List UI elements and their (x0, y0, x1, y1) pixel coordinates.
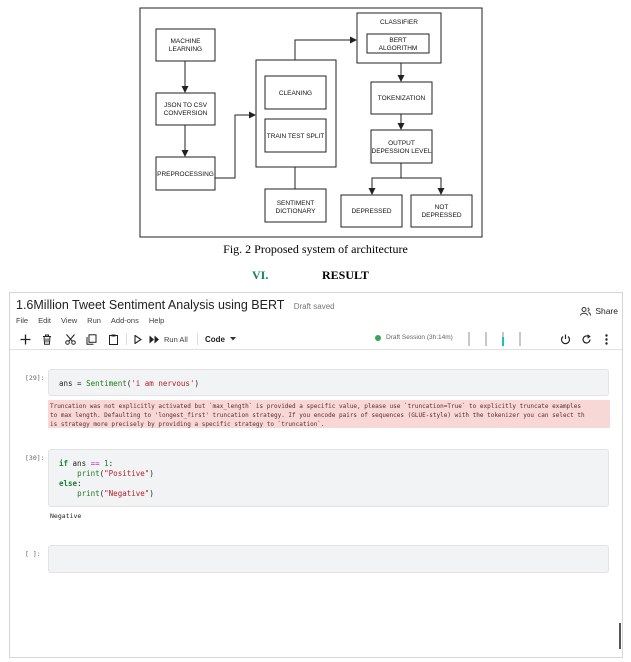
cut-button[interactable] (64, 331, 76, 347)
clipboard-icon (108, 334, 118, 345)
section-number: VI. (252, 268, 269, 282)
people-icon (580, 306, 592, 316)
code-line: ans = Sentiment('i am nervous') (59, 379, 199, 388)
run-cell-button[interactable] (133, 331, 143, 347)
menu-bar: File Edit View Run Add-ons Help (16, 316, 164, 325)
cpu-meter (460, 332, 470, 346)
share-button[interactable]: Share (580, 306, 618, 316)
edge-output-to-not-depressed (401, 177, 445, 195)
ram-meter (494, 332, 504, 346)
node-machine-learning-box (155, 28, 216, 62)
draft-status: Draft saved (293, 302, 335, 311)
trash-icon (43, 334, 51, 345)
cell-execution-count: [30]: (25, 454, 45, 462)
node-classifier-label: CLASSIFIER (380, 19, 418, 26)
node-depressed-label: DEPRESSED (351, 208, 391, 215)
run-all-button[interactable]: Run All (149, 331, 194, 347)
cell-type-value: Code (205, 334, 225, 344)
add-cell-button[interactable] (19, 331, 31, 347)
node-cleaning-label: CLEANING (279, 90, 312, 97)
toolbar-divider (197, 333, 198, 345)
power-button[interactable] (559, 331, 571, 347)
node-sentiment-dictionary-box (264, 188, 327, 223)
warning-output: Truncation was not explicitly activated … (48, 400, 610, 428)
refresh-icon (581, 333, 591, 343)
edge-preprocessing-to-group (215, 111, 256, 179)
share-label: Share (595, 306, 618, 316)
fast-forward-icon (149, 335, 159, 343)
section-title: RESULT (322, 268, 369, 282)
notebook-title-bar: 1.6Million Tweet Sentiment Analysis usin… (16, 298, 335, 312)
cell-execution-count: [29]: (25, 374, 45, 382)
paste-button[interactable] (107, 331, 119, 347)
scissors-icon (64, 333, 76, 345)
notebook-toolbar: Run All Code Draft Session (3h:14m) (10, 329, 622, 350)
node-depressed-box (340, 194, 403, 228)
restart-button[interactable] (580, 331, 592, 347)
warning-line: to max length. Defaulting to 'longest_fi… (50, 412, 585, 419)
code-line: else: (59, 479, 82, 488)
play-icon (134, 334, 142, 344)
menu-run[interactable]: Run (87, 316, 101, 325)
code-line: if ans == 1: (59, 459, 114, 468)
edge-output-to-depressed (368, 163, 402, 195)
code-line: print("Negative") (77, 489, 154, 498)
notebook-window: 1.6Million Tweet Sentiment Analysis usin… (9, 292, 623, 658)
power-icon (560, 334, 570, 344)
notebook-title[interactable]: 1.6Million Tweet Sentiment Analysis usin… (16, 298, 285, 312)
warning-line: Truncation was not explicitly activated … (50, 403, 582, 410)
session-active-dot (375, 334, 381, 341)
menu-help[interactable]: Help (148, 316, 165, 325)
node-tokenization-box (370, 81, 433, 115)
run-all-label: Run All (164, 334, 188, 344)
node-preprocessing-box (155, 156, 216, 191)
warning-line: is strategy more precisely by providing … (50, 421, 325, 428)
node-train-test-split-box (264, 118, 327, 153)
disk-meter (511, 332, 521, 346)
more-options-button[interactable] (602, 331, 610, 347)
chevron-down-icon (230, 337, 236, 341)
plus-icon (20, 334, 30, 344)
code-line: print("Positive") (77, 469, 154, 478)
session-status[interactable]: Draft Session (3h:14m) (375, 334, 453, 341)
edge-group-to-classifier (294, 36, 357, 60)
session-label: Draft Session (3h:14m) (386, 334, 453, 341)
scrollbar-thumb[interactable] (619, 623, 621, 649)
cell-execution-count: [ ]: (25, 550, 41, 558)
node-train-test-split-label: TRAIN TEST SPLIT (267, 133, 325, 140)
menu-edit[interactable]: Edit (38, 316, 52, 325)
empty-code-cell-editor[interactable] (48, 545, 609, 573)
figure-caption: Fig. 2 Proposed system of architecture (223, 242, 408, 256)
more-vertical-icon (604, 333, 608, 345)
cell-output: Negative (50, 512, 82, 520)
code-cell-editor[interactable]: ans = Sentiment('i am nervous') (48, 369, 609, 396)
copy-icon (86, 333, 96, 345)
copy-button[interactable] (85, 331, 97, 347)
node-output-level-box (370, 129, 433, 164)
menu-view[interactable]: View (61, 316, 78, 325)
resource-meters (460, 332, 521, 346)
node-json-to-csv-box (155, 92, 216, 126)
node-cleaning-box (264, 75, 327, 110)
menu-add-ons[interactable]: Add-ons (110, 316, 139, 325)
node-not-depressed-box (410, 194, 473, 228)
node-preprocessing-label: PREPROCESSING (157, 171, 214, 178)
code-cell-editor[interactable]: if ans == 1: print("Positive") else: pri… (48, 449, 609, 507)
gpu-meter (477, 332, 487, 346)
toolbar-divider (126, 333, 127, 345)
menu-file[interactable]: File (16, 316, 29, 325)
cell-type-select[interactable]: Code (205, 331, 241, 347)
node-bert-box (366, 33, 430, 54)
delete-cell-button[interactable] (41, 331, 53, 347)
node-tokenization-label: TOKENIZATION (378, 95, 426, 102)
